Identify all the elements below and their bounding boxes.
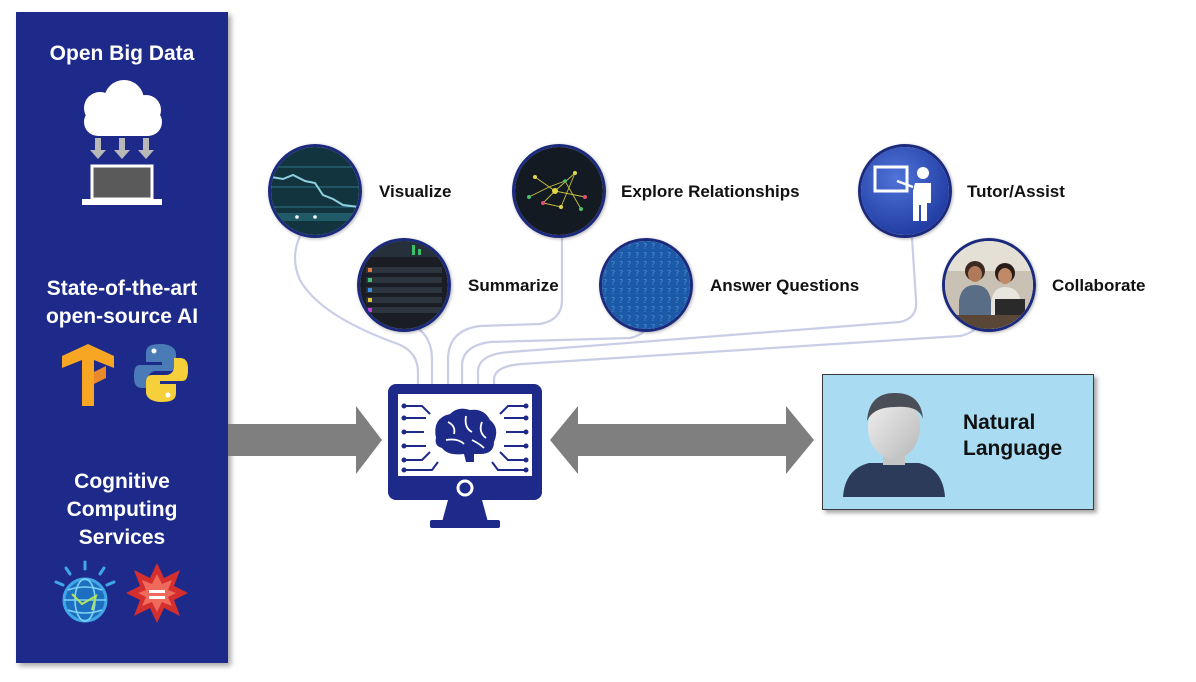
- natural-language-text: Natural Language: [963, 410, 1062, 462]
- explore-relationships-label: Explore Relationships: [621, 182, 800, 201]
- cloud-download-icon: [82, 80, 162, 205]
- person-avatar-icon: [843, 393, 945, 497]
- python-logo-icon: [134, 344, 188, 402]
- watson-globe-icon: [54, 560, 116, 623]
- answer-questions-circle: ?: [599, 238, 693, 332]
- visualize-circle: [268, 144, 362, 238]
- explore-relationships-circle: [512, 144, 606, 238]
- cognitive-heading-line-2: Computing: [66, 498, 178, 521]
- visualize-label: Visualize: [379, 182, 452, 201]
- natural-language-line-2: Language: [963, 437, 1063, 460]
- table-thumbnail-icon: [360, 241, 448, 329]
- cognitive-heading-line-1: Cognitive: [74, 470, 170, 493]
- input-arrow: [228, 406, 382, 474]
- answer-questions-label: Answer Questions: [710, 276, 860, 295]
- collaborate-label: Collaborate: [1052, 276, 1146, 295]
- chart-thumbnail-icon: [271, 147, 359, 235]
- ai-heading-line-2: open-source AI: [45, 305, 199, 328]
- wolfram-star-icon: [126, 563, 188, 623]
- natural-language-line-1: Natural: [963, 411, 1036, 434]
- cognitive-heading: Cognitive Computing Services: [16, 468, 228, 552]
- tutor-assist-circle: [858, 144, 952, 238]
- collaborate-circle: [942, 238, 1036, 332]
- ai-monitor-icon: [388, 384, 542, 528]
- tutor-assist-label: Tutor/Assist: [967, 182, 1065, 201]
- teacher-icon: [861, 147, 949, 235]
- network-graph-thumbnail-icon: [515, 147, 603, 235]
- left-panel: Open Big Data State-of-the-art open-sour…: [16, 12, 228, 663]
- open-big-data-heading: Open Big Data: [49, 42, 195, 65]
- tensorflow-logo-icon: [62, 344, 114, 406]
- bidirectional-arrow: [550, 406, 814, 474]
- ai-heading-line-1: State-of-the-art: [46, 277, 198, 300]
- ai-heading: State-of-the-art open-source AI: [16, 275, 228, 331]
- cognitive-heading-line-3: Services: [78, 526, 166, 549]
- natural-language-box: Natural Language: [822, 374, 1094, 510]
- question-marks-thumbnail-icon: ?: [602, 241, 690, 329]
- people-photo-thumbnail-icon: [945, 241, 1033, 329]
- summarize-label: Summarize: [468, 276, 559, 295]
- summarize-circle: [357, 238, 451, 332]
